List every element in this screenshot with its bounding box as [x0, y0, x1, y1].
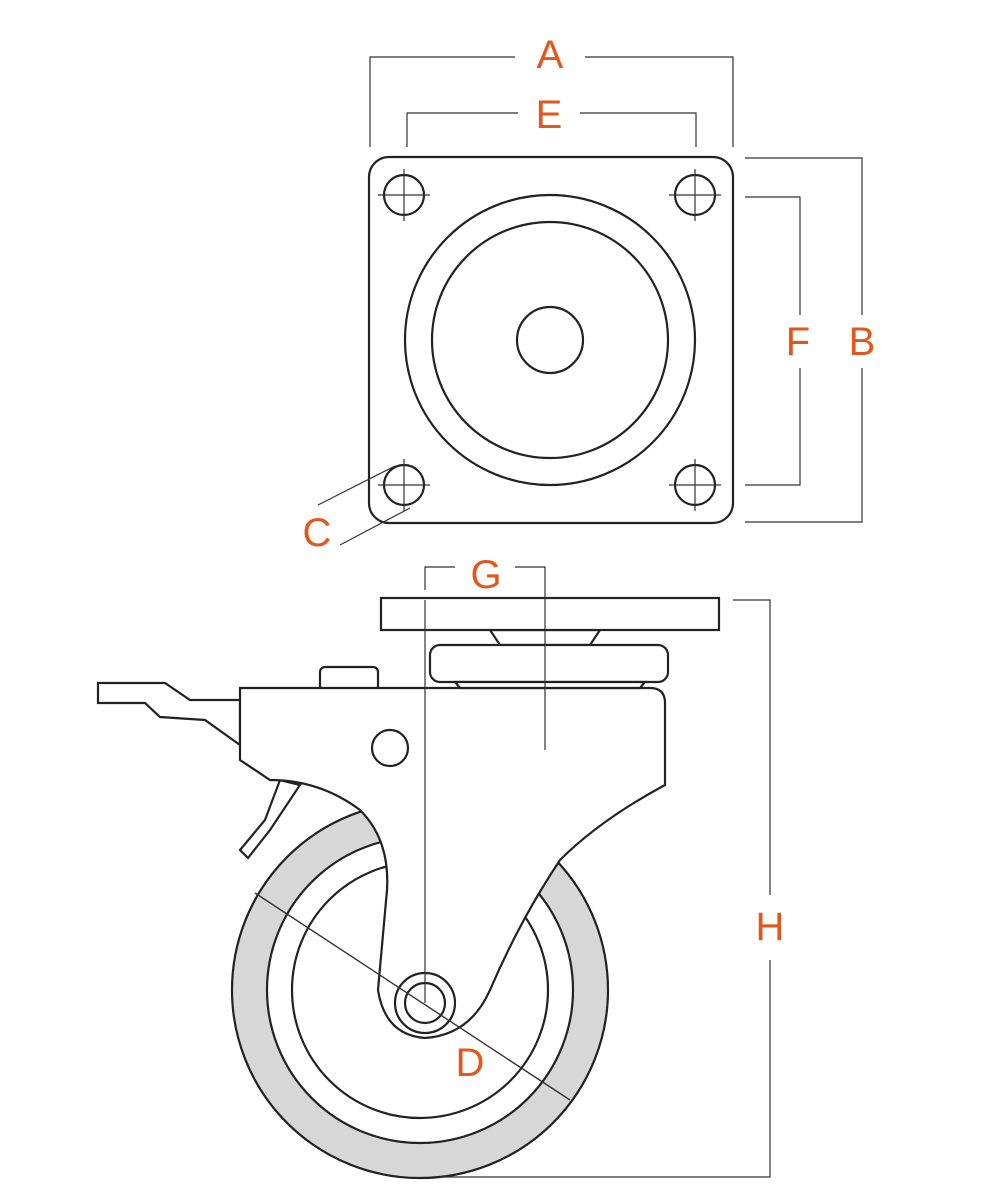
dim-line-e — [406, 112, 697, 147]
brake-rivet — [370, 728, 410, 768]
brake-lever — [96, 681, 242, 748]
kingpin-hub — [515, 305, 585, 375]
dim-line-b — [745, 157, 863, 523]
label-b: B — [849, 320, 876, 364]
swivel-disc — [428, 643, 670, 684]
side-view — [96, 566, 771, 1180]
brake-arm — [238, 778, 302, 860]
top-view — [317, 56, 863, 546]
dim-line-f — [745, 196, 801, 486]
label-d: D — [456, 1041, 485, 1085]
label-e: E — [536, 93, 563, 137]
label-h: H — [756, 905, 785, 949]
swivel-washer — [452, 680, 648, 690]
bolt-holes — [378, 169, 721, 511]
dim-line-h — [440, 599, 771, 1178]
dim-line-a — [369, 56, 734, 147]
side-plate — [379, 596, 721, 632]
dim-line-g — [424, 566, 546, 1003]
label-g: G — [470, 553, 501, 597]
dim-line-c — [317, 465, 411, 546]
fork-body — [238, 686, 667, 1040]
label-c: C — [303, 511, 332, 555]
label-a: A — [537, 33, 564, 77]
label-f: F — [786, 320, 810, 364]
dim-line-d — [254, 892, 571, 1101]
